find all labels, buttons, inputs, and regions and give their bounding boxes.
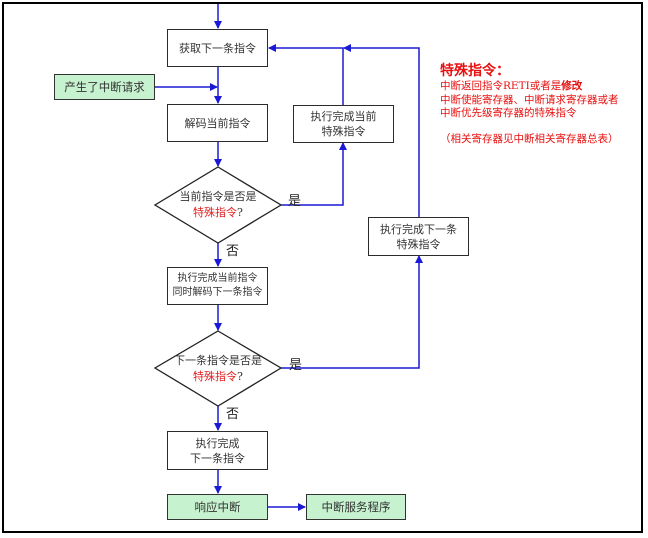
decision2-no-label: 否 bbox=[226, 407, 240, 422]
note-title: 特殊指令： bbox=[440, 63, 510, 79]
decision1-question-mark: ? bbox=[237, 206, 243, 219]
exec-current-special-line1: 执行完成当前 bbox=[310, 110, 377, 123]
decision1-text: 当前指令是否是 特殊指令? bbox=[168, 189, 268, 221]
exec-next-box: 执行完成 下一条指令 bbox=[167, 431, 268, 470]
note-line1-bold: 修改 bbox=[561, 80, 583, 92]
arrow-special-current-to-fetch bbox=[268, 44, 344, 105]
special-instruction-note: 特殊指令： 中断返回指令RETI或者是修改 中断使能寄存器、中断请求寄存器或者 … bbox=[440, 62, 619, 146]
decision2-line1: 下一条指令是否是 bbox=[174, 354, 262, 367]
decision1-no-label: 否 bbox=[226, 244, 240, 259]
exec-next-special-line2: 特殊指令 bbox=[396, 237, 441, 251]
decision2-yes-label: 是 bbox=[289, 358, 303, 373]
decision2-text: 下一条指令是否是 特殊指令? bbox=[164, 353, 272, 385]
decision2-special-keyword: 特殊指令 bbox=[193, 370, 238, 383]
decode-instruction-box: 解码当前指令 bbox=[167, 104, 268, 142]
exec-current-special-box: 执行完成当前 特殊指令 bbox=[293, 105, 394, 143]
decision2-line2: 特殊指令? bbox=[164, 369, 272, 385]
exec-current-decode-next-box: 执行完成当前指令 同时解码下一条指令 bbox=[167, 267, 268, 305]
decode-instruction-label: 解码当前指令 bbox=[184, 116, 251, 130]
decision1-yes-label: 是 bbox=[288, 194, 302, 209]
respond-interrupt-box: 响应中断 bbox=[167, 494, 268, 520]
exec-next-special-line1: 执行完成下一条 bbox=[380, 222, 457, 236]
decision1-line2: 特殊指令? bbox=[168, 205, 268, 221]
arrow-decision1-yes bbox=[281, 142, 347, 206]
decision1-special-keyword: 特殊指令 bbox=[193, 206, 238, 219]
exec-next-special-box: 执行完成下一条 特殊指令 bbox=[368, 217, 469, 256]
note-line1: 中断返回指令RETI或者是修改 bbox=[440, 80, 619, 94]
note-line3: 中断优先级寄存器的特殊指令 bbox=[440, 107, 577, 119]
respond-interrupt-label: 响应中断 bbox=[194, 499, 241, 514]
decision1-line1: 当前指令是否是 bbox=[179, 190, 257, 203]
exec-next-line1: 执行完成 bbox=[195, 436, 240, 450]
note-register-reference: （相关寄存器见中断相关寄存器总表） bbox=[440, 132, 619, 145]
arrow-decision2-yes bbox=[281, 255, 423, 369]
exec-decode-line1: 执行完成当前指令 bbox=[177, 273, 258, 284]
arrow-special-next-to-fetch bbox=[343, 44, 420, 217]
exec-current-special-line2: 特殊指令 bbox=[321, 125, 366, 138]
isr-box: 中断服务程序 bbox=[306, 494, 406, 520]
exec-next-line2: 下一条指令 bbox=[190, 451, 245, 465]
decision1-diamond bbox=[153, 166, 283, 244]
note-line1-text: 中断返回指令RETI或者是 bbox=[440, 80, 562, 92]
fetch-instruction-box: 获取下一条指令 bbox=[167, 29, 268, 67]
isr-label: 中断服务程序 bbox=[321, 499, 391, 514]
note-line2: 中断使能寄存器、中断请求寄存器或者 bbox=[440, 93, 619, 106]
decision2-diamond bbox=[153, 330, 283, 407]
interrupt-request-label: 产生了中断请求 bbox=[64, 79, 145, 94]
exec-decode-line2: 同时解码下一条指令 bbox=[172, 287, 263, 298]
decision2-question-mark: ? bbox=[237, 370, 243, 383]
fetch-instruction-label: 获取下一条指令 bbox=[179, 41, 256, 55]
interrupt-request-box: 产生了中断请求 bbox=[54, 74, 155, 100]
